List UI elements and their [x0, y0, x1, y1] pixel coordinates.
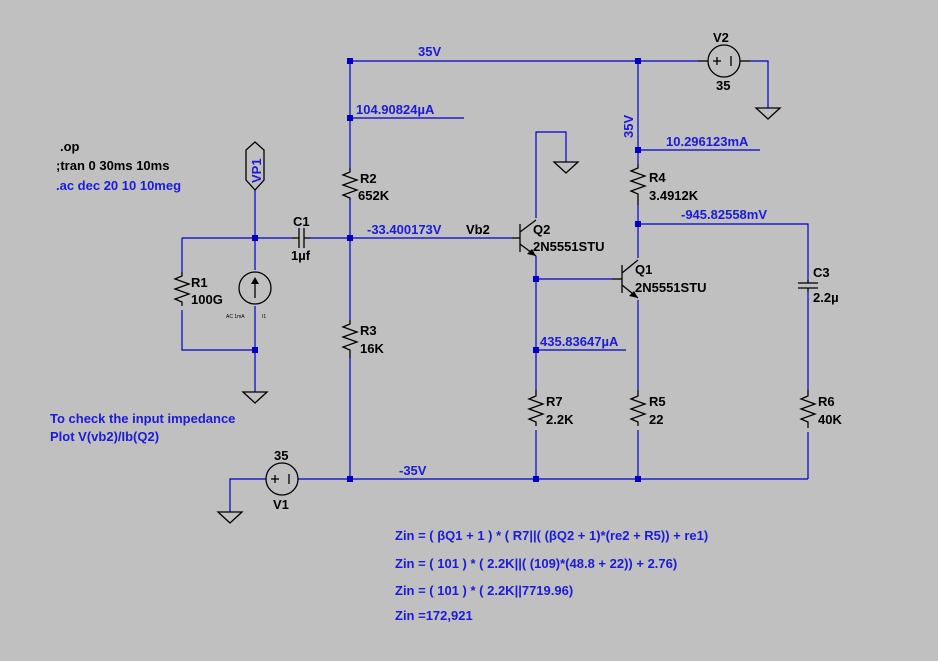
source-circle — [707, 44, 741, 78]
note-line-1: To check the input impedance — [50, 411, 235, 426]
r6-value: 40K — [818, 412, 842, 427]
ground-symbol-v1 — [216, 511, 244, 524]
junction — [533, 476, 539, 482]
measurement-r7-current: 435.83647µA — [540, 334, 619, 349]
net-label-vb2: Vb2 — [466, 222, 490, 237]
source-circle — [265, 462, 299, 496]
c1-name: C1 — [293, 214, 310, 229]
r6-name: R6 — [818, 394, 835, 409]
r1-name: R1 — [191, 275, 208, 290]
junction — [635, 58, 641, 64]
capacitor-c1[interactable] — [292, 228, 310, 248]
resistor-r7[interactable] — [527, 390, 545, 426]
measurement-r4-current: 10.296123mA — [666, 134, 749, 149]
v2-value: 35 — [716, 78, 730, 93]
source-circle — [238, 271, 272, 305]
c1-value: 1µf — [291, 248, 311, 263]
ground-symbol-v2 — [754, 107, 782, 120]
c3-value: 2.2µ — [813, 290, 839, 305]
junction — [252, 235, 258, 241]
equation-line-4: Zin =172,921 — [395, 608, 473, 623]
resistor-r3[interactable] — [341, 320, 359, 358]
resistor-r1[interactable] — [173, 272, 191, 306]
r7-value: 2.2K — [546, 412, 574, 427]
wire-to-c3[interactable] — [638, 223, 809, 280]
equation-line-1: Zin = ( βQ1 + 1 ) * ( R7||( (βQ2 + 1)*(r… — [395, 528, 708, 543]
wire-r1-loop[interactable] — [181, 238, 255, 351]
q2-name: Q2 — [533, 222, 550, 237]
r4-name: R4 — [649, 170, 666, 185]
voltage-probe-vp1[interactable] — [245, 141, 265, 191]
ground-symbol-q2 — [552, 161, 580, 174]
vp1-label: VP1 — [249, 158, 264, 183]
emitter-arrow-icon — [527, 249, 536, 256]
net-label-top-rail: 35V — [418, 44, 441, 59]
r5-value: 22 — [649, 412, 663, 427]
r2-name: R2 — [360, 171, 377, 186]
transistor-q1[interactable] — [612, 259, 639, 299]
junction — [635, 147, 641, 153]
collector-leg — [519, 219, 537, 233]
net-label-right-rail: 35V — [621, 115, 636, 138]
i1-value: AC 1mA — [226, 314, 245, 320]
junction — [347, 58, 353, 64]
emitter-arrow-icon — [629, 291, 638, 298]
v1-value: 35 — [274, 448, 288, 463]
note-line-2: Plot V(vb2)/Ib(Q2) — [50, 429, 159, 444]
wires — [181, 60, 809, 512]
r3-value: 16K — [360, 341, 384, 356]
resistor-r5[interactable] — [629, 390, 647, 426]
q1-model: 2N5551STU — [635, 280, 707, 295]
r4-value: 3.4912K — [649, 188, 699, 203]
c3-name: C3 — [813, 265, 830, 280]
net-label-bottom-rail: -35V — [399, 463, 427, 478]
equation-line-3: Zin = ( 101 ) * ( 2.2K||7719.96) — [395, 583, 573, 598]
resistor-r6[interactable] — [799, 390, 817, 428]
junction — [347, 115, 353, 121]
transistor-q2[interactable] — [512, 219, 537, 257]
r1-value: 100G — [191, 292, 223, 307]
junction — [252, 347, 258, 353]
wire-v1-ground[interactable] — [229, 478, 266, 512]
ground-symbol-input — [241, 391, 269, 404]
v1-name: V1 — [273, 497, 289, 512]
i1-name: I1 — [262, 314, 266, 320]
junction — [533, 347, 539, 353]
junctions — [252, 58, 641, 482]
directive-op[interactable]: .op — [60, 139, 80, 154]
voltage-source-v1[interactable] — [265, 462, 299, 496]
measurement-q1-collector-voltage: -945.82558mV — [681, 207, 767, 222]
probe-outline — [245, 141, 265, 191]
measurement-base-voltage: -33.400173V — [367, 222, 442, 237]
equation-line-2: Zin = ( 101 ) * ( 2.2K||( (109)*(48.8 + … — [395, 556, 677, 571]
directive-ac[interactable]: .ac dec 20 10 10meg — [56, 178, 181, 193]
v2-name: V2 — [713, 30, 729, 45]
current-source-i1[interactable] — [238, 271, 272, 305]
r5-name: R5 — [649, 394, 666, 409]
q2-model: 2N5551STU — [533, 239, 605, 254]
directive-tran[interactable]: ;tran 0 30ms 10ms — [56, 158, 169, 173]
junction — [635, 221, 641, 227]
wire-v2-ground[interactable] — [750, 60, 769, 108]
junction — [347, 235, 353, 241]
resistor-r2[interactable] — [341, 168, 359, 200]
junction — [347, 476, 353, 482]
junction — [533, 276, 539, 282]
wire-q2-collector[interactable] — [535, 131, 567, 218]
resistor-r4[interactable] — [629, 164, 647, 205]
collector-leg — [621, 259, 639, 274]
arrow-up-icon — [251, 277, 259, 284]
r7-name: R7 — [546, 394, 563, 409]
capacitor-c3[interactable] — [798, 280, 818, 292]
q1-name: Q1 — [635, 262, 652, 277]
voltage-source-v2[interactable] — [698, 44, 750, 78]
junction — [635, 476, 641, 482]
r3-name: R3 — [360, 323, 377, 338]
measurement-r2-current: 104.90824µA — [356, 102, 435, 117]
r2-value: 652K — [358, 188, 390, 203]
